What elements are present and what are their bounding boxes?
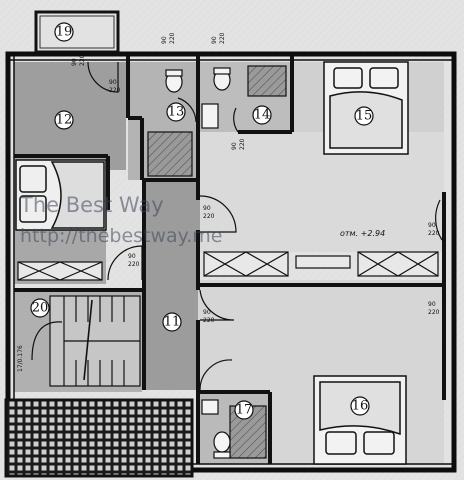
dim-d6b: 220 xyxy=(203,317,215,324)
built-in-units xyxy=(17,251,439,281)
dim-d8: 90 xyxy=(428,301,436,308)
room-label-14: 14 xyxy=(254,108,271,123)
staircase xyxy=(31,295,141,387)
dim-d5b: 220 xyxy=(128,261,140,268)
dim-w1: 90 xyxy=(71,58,78,66)
elevation-mark: отм. +2.94 xyxy=(340,229,385,238)
dim-w1b: 220 xyxy=(79,54,86,66)
outer-walls xyxy=(5,51,457,473)
room-label-16: 16 xyxy=(352,399,369,414)
dim-d2b: 220 xyxy=(219,32,226,44)
dim-d5: 90 xyxy=(128,253,136,260)
room-label-11: 11 xyxy=(164,315,181,330)
dim-d4b: 220 xyxy=(203,213,215,220)
dim-d4: 90 xyxy=(203,205,211,212)
dim-w2: 90 xyxy=(161,36,168,44)
balcony-19 xyxy=(34,10,120,54)
dim-stair: 17/0.176 xyxy=(17,345,24,372)
room-labels: 19 12 13 14 15 11 20 17 16 xyxy=(30,22,374,420)
door-swings xyxy=(87,61,443,391)
watermark-title: The Best Way xyxy=(19,193,164,217)
dim-d2: 90 xyxy=(211,36,218,44)
bed-room-12 xyxy=(15,159,107,231)
dim-d1b: 220 xyxy=(109,87,121,94)
interior-walls xyxy=(14,56,446,464)
watermark-url: http://thebestway.me xyxy=(20,225,222,247)
door-dimensions: 90 220 90 220 90 220 90 220 90 220 90 22… xyxy=(17,32,440,372)
room-label-15: 15 xyxy=(356,109,373,124)
room-label-17: 17 xyxy=(236,403,253,418)
room-label-20: 20 xyxy=(32,301,49,316)
dim-d8b: 220 xyxy=(428,309,440,316)
dim-d6: 90 xyxy=(203,309,211,316)
dim-d1: 90 xyxy=(109,79,117,86)
dim-d7b: 220 xyxy=(428,230,440,237)
bed-room-16 xyxy=(313,375,407,465)
terrace-grid xyxy=(4,398,194,478)
room-label-12: 12 xyxy=(56,113,73,128)
room-label-19: 19 xyxy=(56,25,73,40)
dim-d7: 90 xyxy=(428,222,436,229)
dim-d3: 90 xyxy=(231,142,238,150)
dim-w2b: 220 xyxy=(169,32,176,44)
room-label-13: 13 xyxy=(168,105,185,120)
room-11-floor xyxy=(144,180,200,390)
dim-d3b: 220 xyxy=(239,138,246,150)
